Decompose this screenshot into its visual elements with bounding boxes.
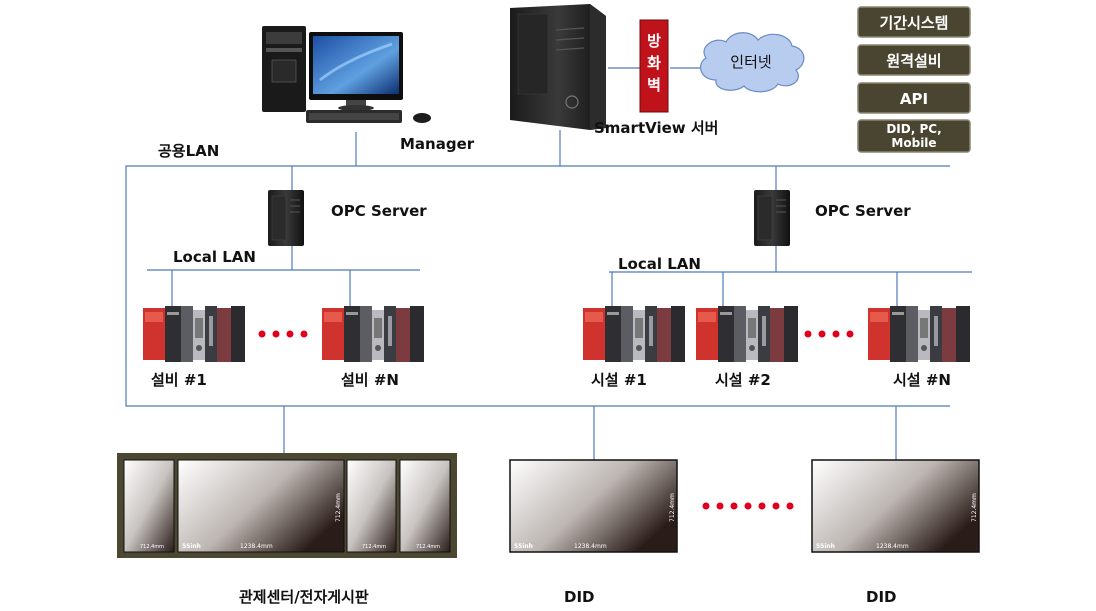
external-system-button[interactable]: 기간시스템 bbox=[857, 6, 971, 38]
external-system-button[interactable]: 원격설비 bbox=[857, 44, 971, 76]
firewall-icon: 방 화 벽 bbox=[639, 19, 669, 113]
network-lines bbox=[125, 67, 972, 460]
internet-label: 인터넷 bbox=[730, 53, 771, 71]
ellipsis-dots bbox=[702, 502, 794, 510]
device-right-label: 시설 #1 bbox=[591, 371, 647, 389]
did-display-1: 55inh 1238.4mm 712.4mm bbox=[509, 459, 678, 553]
internet-cloud-icon: 인터넷 bbox=[699, 32, 805, 93]
svg-text:원격설비: 원격설비 bbox=[886, 52, 941, 70]
ellipsis-dots bbox=[258, 330, 308, 338]
device-left-label: 설비 #N bbox=[341, 371, 399, 389]
did-label-1: DID bbox=[564, 588, 594, 606]
opc-server-right-icon bbox=[753, 189, 791, 247]
external-system-button[interactable]: API bbox=[857, 82, 971, 114]
plc-device-icon bbox=[696, 306, 798, 362]
local-lan-right-label: Local LAN bbox=[618, 255, 701, 273]
panel-height-label: 712.4mm bbox=[335, 493, 342, 522]
device-left-label: 설비 #1 bbox=[151, 371, 207, 389]
firewall-label-3: 벽 bbox=[647, 76, 661, 94]
plc-device-icon bbox=[322, 306, 424, 362]
public-lan-label: 공용LAN bbox=[158, 142, 219, 160]
opc-server-right-label: OPC Server bbox=[815, 202, 911, 220]
manager-pc-icon bbox=[262, 26, 431, 123]
svg-text:Mobile: Mobile bbox=[891, 136, 936, 150]
ellipsis-dots bbox=[804, 330, 854, 338]
plc-device-icon bbox=[583, 306, 685, 362]
panel-size-label: 55inh bbox=[182, 543, 201, 550]
small-panel-label: 712.4mm bbox=[362, 544, 386, 550]
svg-text:기간시스템: 기간시스템 bbox=[879, 14, 948, 32]
firewall-label-2: 화 bbox=[647, 54, 661, 72]
panel-width-label: 1238.4mm bbox=[240, 543, 273, 550]
did-display-2: 55inh 1238.4mm 712.4mm bbox=[811, 459, 980, 553]
manager-label: Manager bbox=[400, 135, 475, 153]
opc-server-left-icon bbox=[267, 189, 305, 247]
device-right-label: 시설 #N bbox=[893, 371, 951, 389]
plc-device-icon bbox=[868, 306, 970, 362]
svg-text:DID, PC,: DID, PC, bbox=[886, 122, 941, 136]
panel-width-label: 1238.4mm bbox=[876, 543, 909, 550]
smartview-server-label: SmartView 서버 bbox=[594, 119, 718, 137]
plc-device-icon bbox=[143, 306, 245, 362]
control-center-video-wall: 55inh 1238.4mm 712.4mm 712.4mm 712.4mm 7… bbox=[117, 453, 457, 558]
panel-size-label: 55inh bbox=[816, 543, 835, 550]
device-right-label: 시설 #2 bbox=[715, 371, 771, 389]
small-panel-label: 712.4mm bbox=[140, 544, 164, 550]
panel-height-label: 712.4mm bbox=[971, 493, 978, 522]
firewall-label-1: 방 bbox=[647, 32, 661, 50]
external-system-button[interactable]: DID, PC, Mobile bbox=[857, 119, 971, 153]
panel-width-label: 1238.4mm bbox=[574, 543, 607, 550]
panel-height-label: 712.4mm bbox=[669, 493, 676, 522]
small-panel-label: 712.4mm bbox=[416, 544, 440, 550]
control-center-label: 관제센터/전자게시판 bbox=[239, 588, 369, 606]
external-systems: 기간시스템 원격설비 API DID, PC, Mobile bbox=[857, 6, 971, 153]
svg-text:API: API bbox=[900, 90, 928, 108]
local-lan-left-label: Local LAN bbox=[173, 248, 256, 266]
smartview-server-icon bbox=[510, 4, 606, 130]
opc-server-left-label: OPC Server bbox=[331, 202, 427, 220]
did-label-2: DID bbox=[866, 588, 896, 606]
panel-size-label: 55inh bbox=[514, 543, 533, 550]
